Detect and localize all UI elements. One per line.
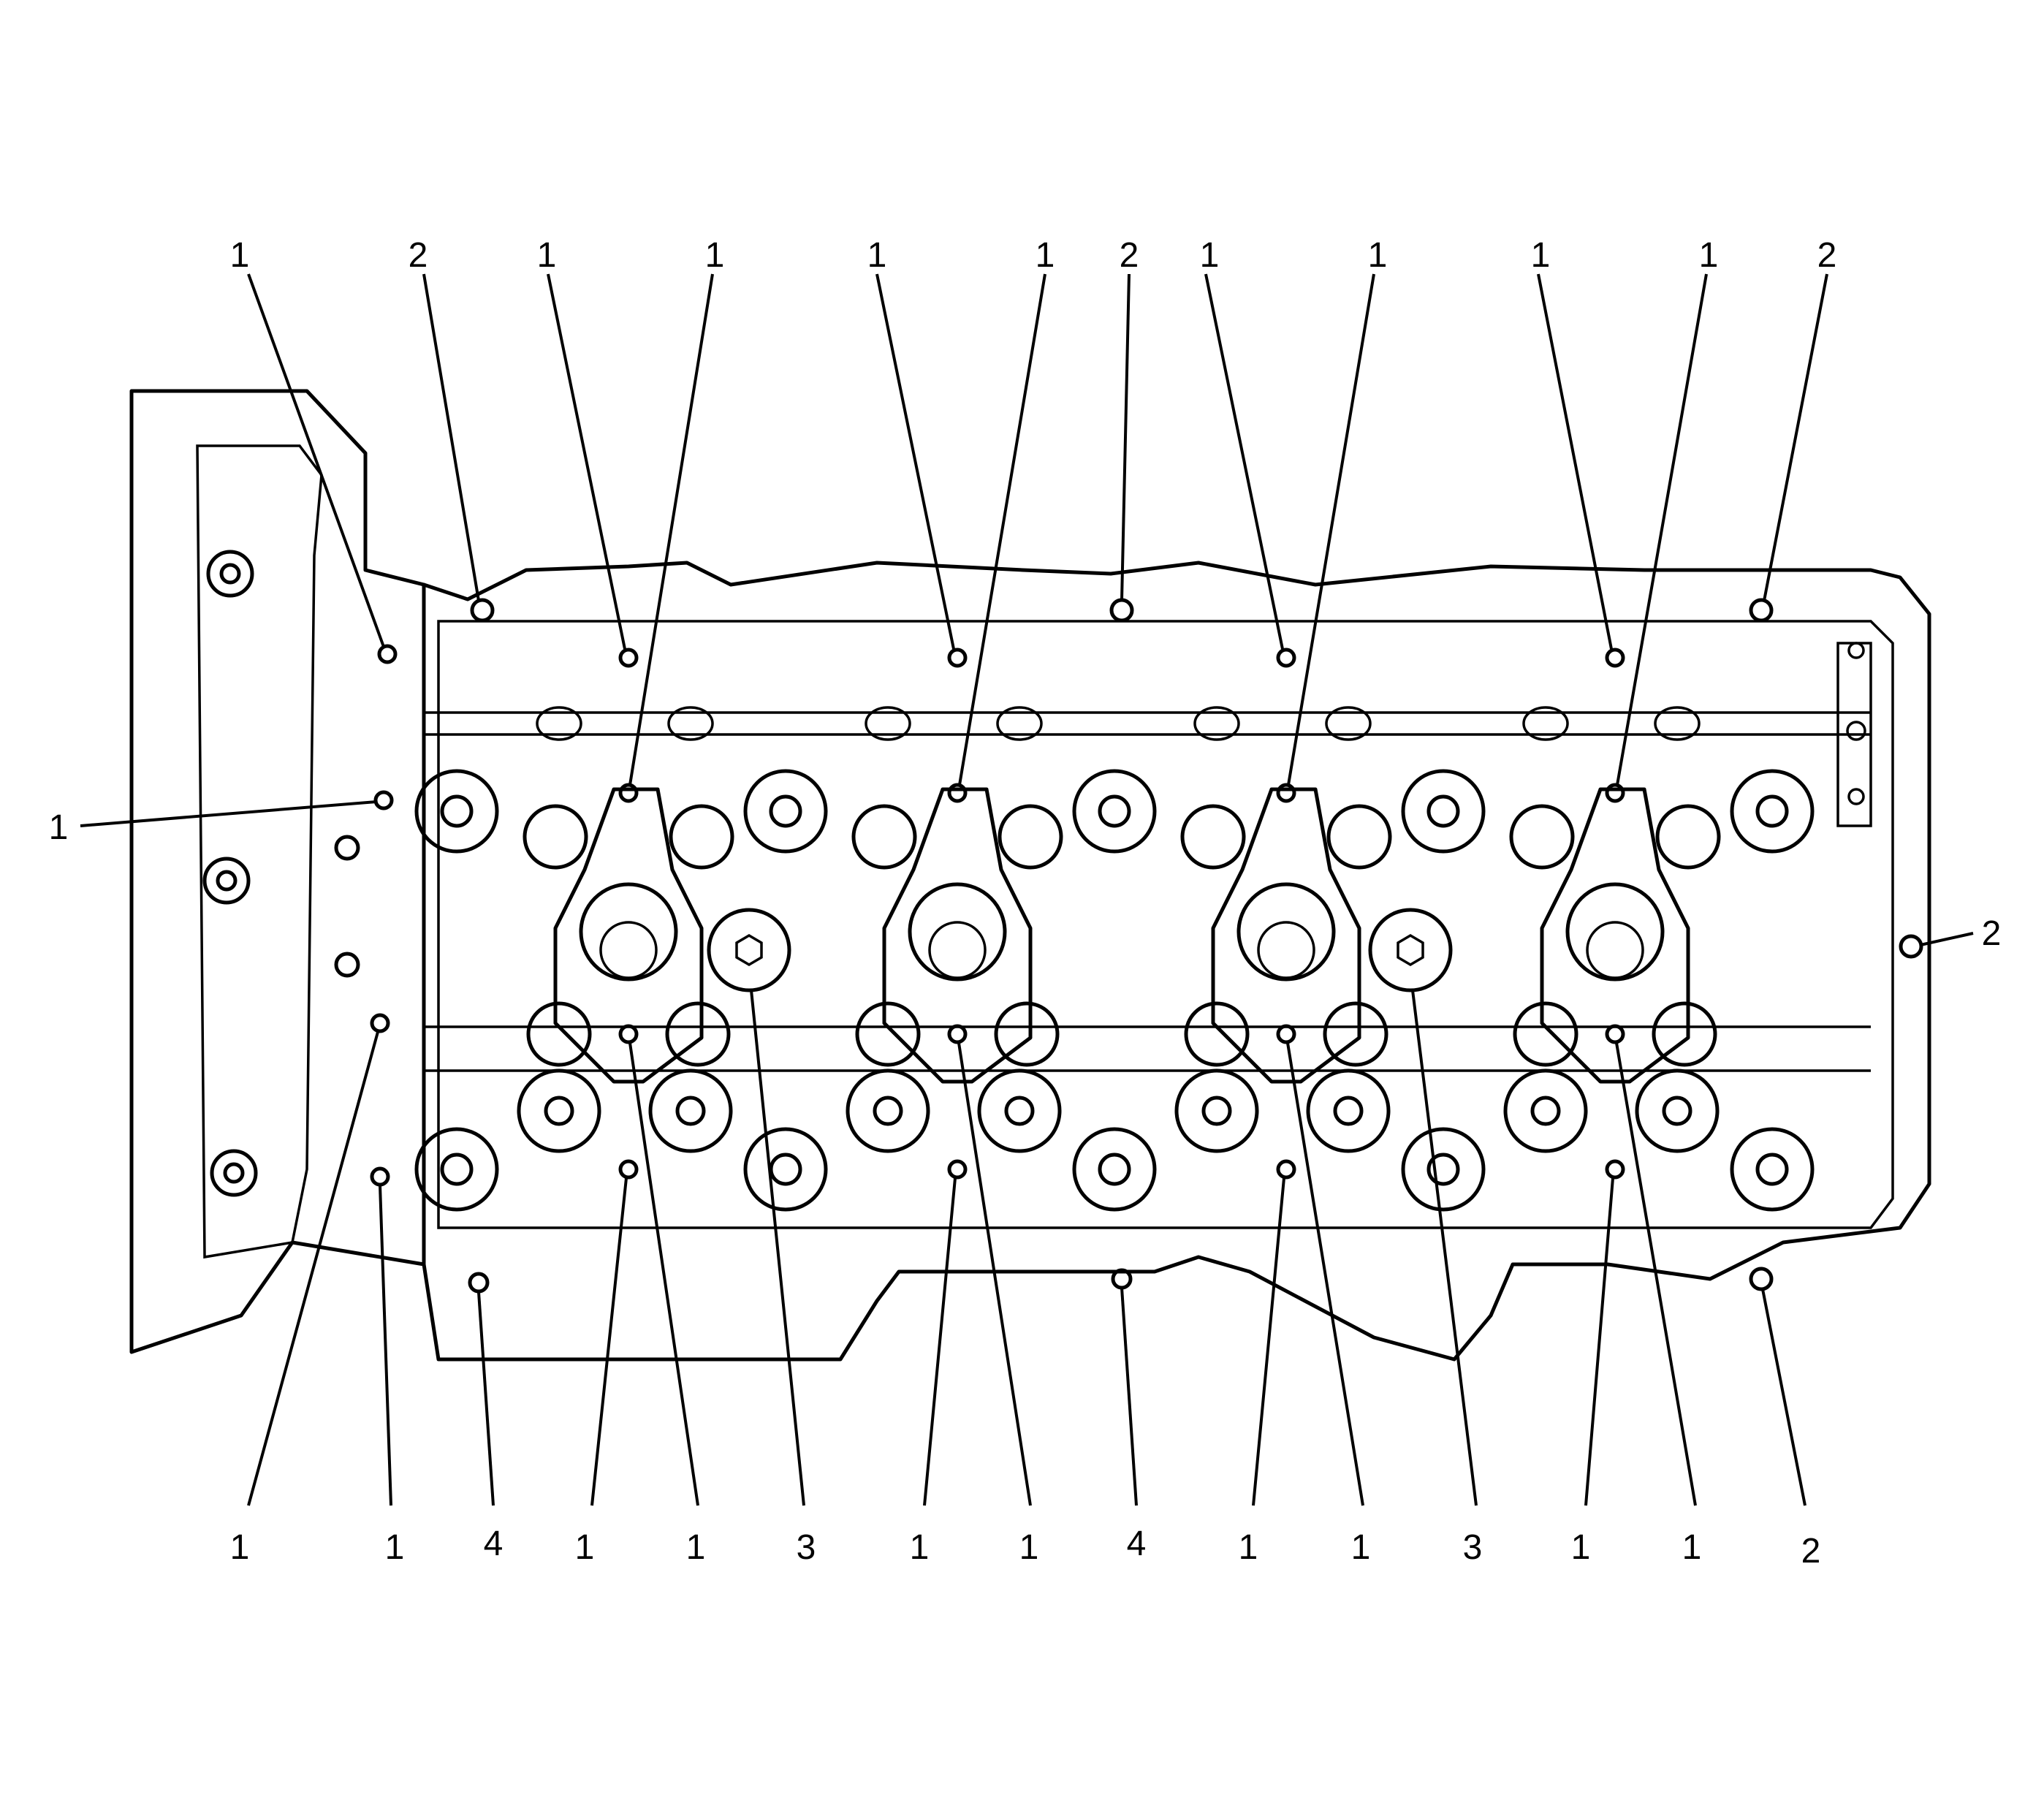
callout-top-1: 1 bbox=[230, 236, 250, 275]
callout-top-8: 1 bbox=[1200, 236, 1220, 275]
callout-bottom-6: 3 bbox=[797, 1528, 816, 1567]
callout-bottom-12: 3 bbox=[1463, 1528, 1483, 1567]
callout-bottom-15: 2 bbox=[1801, 1532, 1821, 1571]
callout-top-3: 1 bbox=[537, 236, 557, 275]
callout-top-5: 1 bbox=[867, 236, 887, 275]
callout-top-7: 2 bbox=[1120, 236, 1139, 275]
callout-labels-bottom: 1 1 4 1 1 3 1 1 4 1 1 3 1 1 2 bbox=[230, 1525, 1821, 1571]
callout-top-6: 1 bbox=[1036, 236, 1055, 275]
leader-lines bbox=[80, 273, 1974, 1506]
callout-bottom-4: 1 bbox=[575, 1528, 595, 1567]
callout-right: 2 bbox=[1982, 914, 2002, 953]
callout-bottom-8: 1 bbox=[1019, 1528, 1039, 1567]
callout-top-2: 2 bbox=[409, 236, 428, 275]
callout-top-9: 1 bbox=[1368, 236, 1388, 275]
callout-bottom-11: 1 bbox=[1351, 1528, 1371, 1567]
callout-bottom-9: 4 bbox=[1127, 1525, 1147, 1563]
callout-labels-side: 1 2 bbox=[49, 808, 2002, 953]
callout-top-11: 1 bbox=[1699, 236, 1719, 275]
callout-bottom-13: 1 bbox=[1571, 1528, 1591, 1567]
callout-top-12: 2 bbox=[1817, 236, 1837, 275]
callout-bottom-10: 1 bbox=[1239, 1528, 1258, 1567]
callout-top-10: 1 bbox=[1531, 236, 1551, 275]
bolt-holes-item-1 bbox=[370, 644, 1625, 1187]
callout-bottom-5: 1 bbox=[686, 1528, 706, 1567]
cylinder-head-illustration bbox=[129, 389, 1931, 1362]
callout-left: 1 bbox=[49, 808, 69, 847]
callout-bottom-3: 4 bbox=[484, 1525, 504, 1563]
callout-top-4: 1 bbox=[705, 236, 725, 275]
callout-bottom-14: 1 bbox=[1682, 1528, 1702, 1567]
bolt-holes-item-2 bbox=[470, 598, 1923, 1291]
callout-bottom-7: 1 bbox=[910, 1528, 930, 1567]
callout-labels-top: 1 2 1 1 1 1 2 1 1 1 1 2 bbox=[230, 236, 1837, 275]
callout-bottom-2: 1 bbox=[385, 1528, 405, 1567]
callout-bottom-1: 1 bbox=[230, 1528, 250, 1567]
